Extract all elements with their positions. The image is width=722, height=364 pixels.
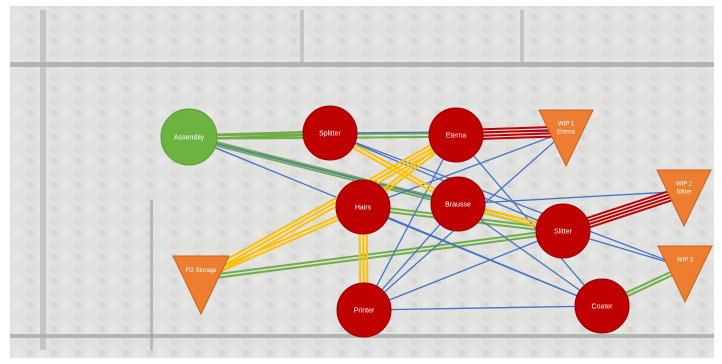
link-hairs-fg_storage <box>199 204 365 281</box>
node-shape <box>430 176 486 232</box>
node-slitter[interactable]: Slitter <box>535 203 591 259</box>
link-brausse-wip2_slitter <box>457 190 685 205</box>
node-brausse[interactable]: Brausse <box>430 176 486 232</box>
node-label: Eterna <box>446 133 467 140</box>
node-shape <box>428 107 484 163</box>
node-label: Printer <box>354 308 375 315</box>
node-label: Brausse <box>445 202 471 209</box>
node-label: FG Storage <box>185 268 217 274</box>
link-line <box>329 132 686 268</box>
link-hairs-coater <box>362 206 603 307</box>
node-wip1-eterna[interactable]: WIP 1 Eterna <box>538 109 594 168</box>
link-line <box>199 204 364 278</box>
node-shape <box>335 179 391 235</box>
link-line <box>362 206 603 307</box>
node-label: WIP 2 <box>676 182 693 188</box>
node-shape <box>160 108 218 166</box>
link-line <box>200 231 565 281</box>
node-shape <box>657 245 713 304</box>
node-shape <box>336 282 392 338</box>
node-label: WIP 1 <box>558 122 575 128</box>
node-shape <box>302 105 358 161</box>
link-line <box>188 136 459 205</box>
node-shape <box>538 109 594 168</box>
node-hairs[interactable]: Hairs <box>335 179 391 235</box>
node-shape <box>574 278 630 334</box>
node-shape <box>535 203 591 259</box>
link-eterna-printer <box>363 134 457 311</box>
link-line <box>363 230 564 311</box>
link-line <box>363 134 457 311</box>
node-wip3[interactable]: WIP 3 <box>657 245 713 304</box>
link-line <box>362 130 567 208</box>
node-shape <box>656 169 712 228</box>
link-slitter-fg_storage <box>199 228 565 281</box>
node-label: Eterna <box>557 130 575 136</box>
node-shape <box>172 255 230 316</box>
node-fg-storage[interactable]: FG Storage <box>172 255 230 316</box>
node-label: Splitter <box>319 131 341 138</box>
node-label: Hairs <box>355 205 372 212</box>
node-printer[interactable]: Printer <box>336 282 392 338</box>
link-line <box>457 203 603 307</box>
link-assembly-brausse <box>188 136 459 205</box>
link-line <box>198 130 456 276</box>
node-label: Slitter <box>554 229 573 236</box>
link-splitter-wip3 <box>329 132 686 268</box>
link-line <box>200 207 365 281</box>
node-label: Assembly <box>174 135 205 142</box>
link-printer-coater <box>363 305 603 311</box>
link-brausse-coater <box>457 203 603 307</box>
node-coater[interactable]: Coater <box>574 278 630 334</box>
link-line <box>199 228 564 278</box>
node-eterna[interactable]: Eterna <box>428 107 484 163</box>
link-wip1_eterna-hairs <box>362 130 567 208</box>
node-label: Slitter <box>676 190 691 196</box>
link-slitter-printer <box>363 230 564 311</box>
node-splitter[interactable]: Splitter <box>302 105 358 161</box>
link-line <box>363 305 603 311</box>
node-label: WIP 3 <box>677 258 694 264</box>
link-line <box>457 190 685 205</box>
node-wip2-slitter[interactable]: WIP 2 Slitter <box>656 169 712 228</box>
link-line <box>200 134 457 279</box>
node-label: Coater <box>591 304 613 311</box>
node-assembly[interactable]: Assembly <box>160 108 218 166</box>
